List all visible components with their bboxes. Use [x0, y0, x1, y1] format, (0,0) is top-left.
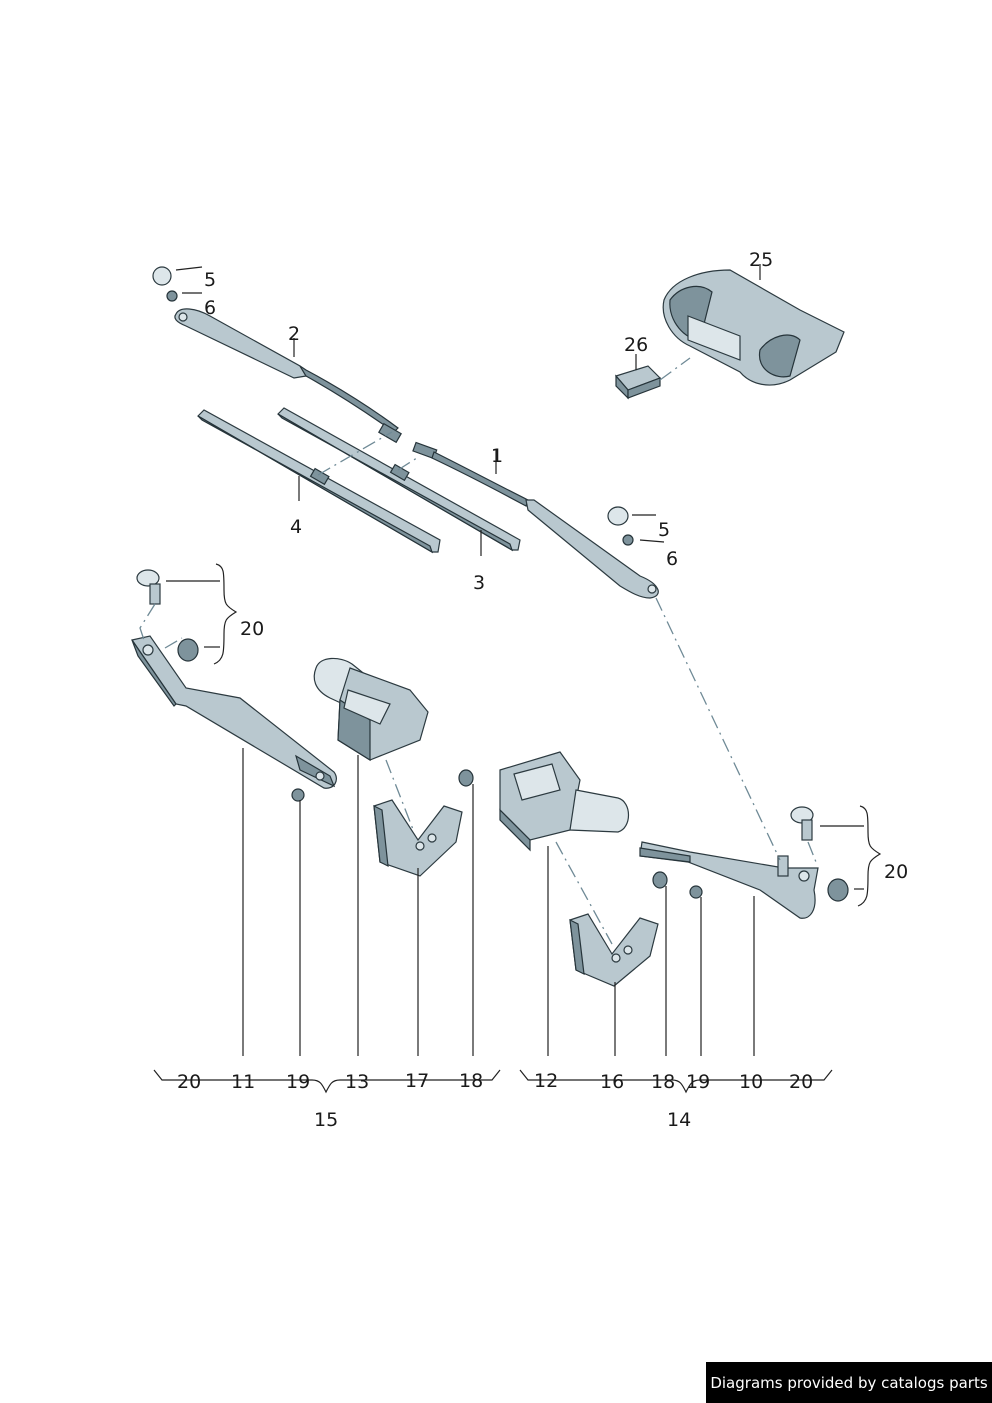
bolt-20-right[interactable] [790, 806, 814, 841]
label-group-15: 15 [314, 1109, 338, 1131]
attribution-banner: Diagrams provided by catalogs parts [706, 1362, 992, 1403]
label-2: 2 [288, 323, 300, 345]
callout-labels: 1 2 3 4 5 6 5 6 20 20 25 26 20 11 19 13 … [177, 249, 908, 1131]
label-bottom-19-left: 19 [286, 1071, 310, 1093]
label-bottom-17: 17 [405, 1070, 429, 1092]
label-4: 4 [290, 516, 302, 538]
leader-lines [153, 264, 882, 1094]
label-25: 25 [749, 249, 773, 271]
label-1: 1 [491, 445, 503, 467]
nut-20-right[interactable] [827, 878, 849, 902]
wiper-motor-13[interactable] [313, 657, 429, 762]
nut-19-right[interactable] [689, 885, 703, 899]
wiper-arm-2[interactable] [174, 308, 402, 444]
wiper-linkage-11[interactable] [131, 635, 337, 789]
label-bottom-19-right: 19 [686, 1071, 710, 1093]
label-6-right: 6 [666, 548, 678, 570]
label-group-14: 14 [667, 1109, 691, 1131]
cap-5-right[interactable] [607, 506, 629, 526]
wiper-motor-12[interactable] [499, 751, 630, 852]
wiper-linkage-10[interactable] [639, 841, 819, 919]
cap-5-upper-left[interactable] [152, 266, 172, 286]
label-bottom-18-right: 18 [651, 1071, 675, 1093]
grommet-18-right[interactable] [652, 871, 668, 889]
nut-19-left[interactable] [291, 788, 305, 802]
nut-6-upper-left[interactable] [166, 290, 178, 302]
label-bottom-12: 12 [534, 1070, 558, 1092]
label-20-left: 20 [240, 618, 264, 640]
label-20-right: 20 [884, 861, 908, 883]
wiper-blade-4[interactable] [197, 409, 441, 554]
label-bottom-20-left: 20 [177, 1071, 201, 1093]
label-bottom-10: 10 [739, 1071, 763, 1093]
label-bottom-20-right: 20 [789, 1071, 813, 1093]
grommet-18-left[interactable] [458, 769, 474, 787]
label-5-upper: 5 [204, 269, 216, 291]
connector-26[interactable] [614, 365, 662, 400]
label-bottom-11: 11 [231, 1071, 255, 1093]
attribution-text: Diagrams provided by catalogs parts [710, 1373, 988, 1392]
nut-6-right[interactable] [622, 534, 634, 546]
label-6-upper: 6 [204, 297, 216, 319]
label-26: 26 [624, 334, 648, 356]
wiper-arm-1[interactable] [412, 441, 659, 599]
control-unit-25[interactable] [662, 269, 845, 386]
motor-bracket-16[interactable] [569, 913, 659, 987]
wiper-blade-3[interactable] [277, 407, 521, 552]
label-bottom-18-left: 18 [459, 1070, 483, 1092]
label-5-right: 5 [658, 519, 670, 541]
bolt-20-left[interactable] [136, 569, 161, 605]
label-3: 3 [473, 572, 485, 594]
motor-bracket-17[interactable] [373, 799, 463, 877]
label-bottom-13: 13 [345, 1071, 369, 1093]
nut-20-left[interactable] [177, 638, 199, 662]
label-bottom-16: 16 [600, 1071, 624, 1093]
